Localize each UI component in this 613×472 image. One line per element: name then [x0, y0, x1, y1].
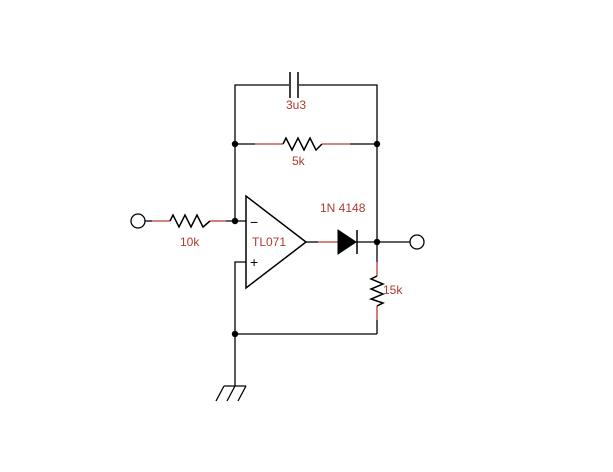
opamp-noninverting-symbol: + — [250, 254, 258, 270]
input-terminal[interactable] — [130, 213, 146, 229]
junction-dot — [373, 140, 381, 148]
capacitor-3u3 — [289, 72, 299, 98]
junction-dots — [231, 140, 381, 338]
input-resistor-label: 10k — [180, 235, 200, 249]
junction-dot — [231, 217, 239, 225]
opamp-label: TL071 — [252, 235, 286, 249]
capacitor-label: 3u3 — [286, 98, 306, 112]
junction-dot — [231, 330, 239, 338]
junction-dot — [231, 140, 239, 148]
feedback-resistor-5k — [282, 136, 323, 152]
capacitor-loop-wire — [234, 84, 378, 144]
load-resistor-label: 15k — [383, 283, 403, 297]
diode-1n4148 — [337, 229, 358, 255]
junction-dot — [373, 238, 381, 246]
opamp-tl071 — [245, 194, 308, 290]
opamp-inverting-symbol: − — [250, 214, 258, 230]
ground-symbol — [215, 385, 247, 402]
input-resistor-10k — [169, 213, 211, 229]
noninverting-wire — [234, 261, 246, 334]
output-terminal[interactable] — [409, 234, 425, 250]
load-resistor-15k — [368, 275, 385, 307]
diode-label: 1N 4148 — [320, 201, 366, 215]
feedback-resistor-label: 5k — [292, 154, 306, 168]
